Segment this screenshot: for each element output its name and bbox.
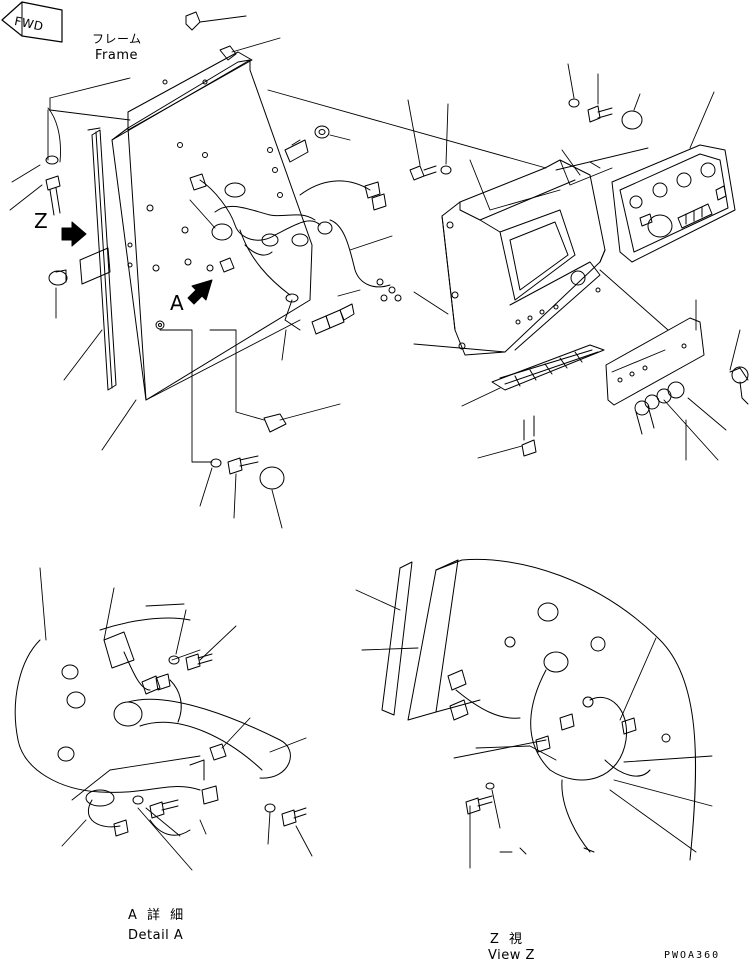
view-z-caption-en: View Z — [488, 948, 535, 963]
switch-plate — [605, 317, 749, 435]
bolt-left — [45, 155, 61, 216]
plug-left — [48, 269, 68, 286]
detail-a — [14, 617, 307, 837]
seal-strip — [87, 127, 117, 391]
instrument-panel — [611, 144, 736, 263]
frame-label-en: Frame — [95, 48, 139, 63]
frame-label-jp: フレーム — [92, 32, 142, 46]
detail-a-caption-en: Detail A — [128, 928, 184, 943]
grille-bolt — [521, 415, 537, 457]
panel-bottom-hardware — [210, 413, 287, 490]
drawing-code: PWOA360 — [664, 950, 721, 961]
leader-lines — [9, 15, 741, 871]
frame-panel — [111, 51, 313, 401]
detail-a-marker: A — [170, 291, 185, 315]
dash-housing — [441, 159, 606, 356]
caution-plate — [79, 247, 111, 285]
detail-a-caption-jp: A 詳 細 — [128, 908, 187, 923]
dash-top-hardware — [409, 98, 643, 181]
clip-top-1 — [185, 11, 201, 31]
fwd-arrow-icon — [1, 1, 63, 43]
grommet-top — [314, 125, 330, 139]
view-z — [381, 558, 697, 861]
clip-top-2 — [219, 45, 237, 61]
frame-harness — [189, 173, 402, 335]
dash-grille — [491, 344, 605, 391]
view-z-marker: Z — [34, 209, 49, 233]
bold-arrow-icon — [187, 279, 213, 305]
bold-arrow-icon — [61, 221, 87, 247]
view-z-caption-jp: Z 視 — [490, 932, 526, 947]
